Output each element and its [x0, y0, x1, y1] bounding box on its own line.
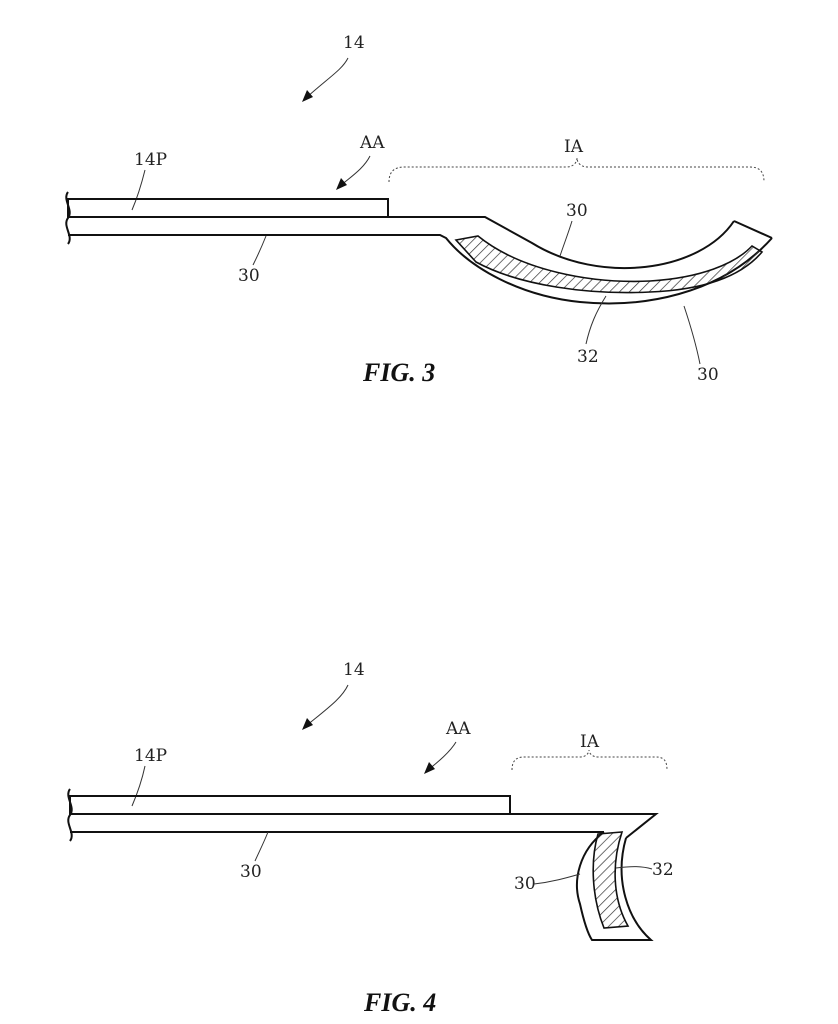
fig4-ia-brace: [511, 749, 668, 771]
fig3-label-panel: 14P: [134, 150, 167, 170]
fig3-break-mark: [65, 191, 71, 245]
fig3-substrate-bend-bottom-leader: [683, 305, 701, 365]
fig4-device-arrowhead: [302, 718, 313, 730]
fig3-label-substrate-bend-top: 30: [566, 201, 588, 221]
fig4-substrate-top-edge: [70, 813, 659, 839]
fig4-substrate-bend-leader: [533, 873, 581, 885]
fig3-ia-brace: [388, 157, 765, 183]
fig4-stiffener: [592, 831, 630, 929]
fig3-substrate-bend-top-leader: [559, 220, 573, 257]
fig4-substrate-main-leader: [254, 831, 269, 862]
fig4-device-arrow: [305, 684, 349, 727]
fig4-substrate-bend: [576, 831, 654, 941]
fig3-substrate-top-edge: [68, 216, 735, 269]
fig4-label-device: 14: [343, 660, 365, 680]
fig3-label-device: 14: [343, 33, 365, 53]
fig3-substrate-tip: [733, 220, 773, 239]
fig4-panel-leader: [131, 765, 146, 807]
fig3-device-arrowhead: [302, 90, 313, 102]
fig4-label-active-area: AA: [445, 719, 471, 739]
fig4-label-panel: 14P: [134, 746, 167, 766]
fig3-caption: FIG. 3: [362, 358, 435, 387]
fig4-label-inactive-area: IA: [580, 732, 600, 752]
fig3-substrate-main-leader: [252, 235, 267, 266]
fig4-caption: FIG. 4: [363, 988, 436, 1017]
fig4-aa-arrowhead: [424, 762, 435, 774]
fig3-label-inactive-area: IA: [564, 137, 584, 157]
fig3-display-panel: [67, 198, 389, 218]
figure-4: 14 14P AA IA 30 30 32 FIG. 4: [67, 660, 674, 1017]
fig3-label-active-area: AA: [359, 133, 385, 153]
fig4-label-substrate-main: 30: [240, 862, 262, 882]
fig3-stiffener: [454, 235, 764, 294]
fig3-aa-arrow: [339, 155, 371, 187]
fig4-label-stiffener: 32: [652, 860, 674, 880]
fig4-display-panel: [69, 795, 511, 815]
fig3-aa-arrowhead: [336, 178, 347, 190]
fig3-label-substrate-bend-bottom: 30: [697, 365, 719, 385]
fig3-device-arrow: [305, 57, 349, 99]
fig3-label-stiffener: 32: [577, 347, 599, 367]
fig3-label-substrate-main: 30: [238, 266, 260, 286]
fig4-stiffener-leader: [615, 866, 653, 870]
fig3-panel-leader: [131, 169, 146, 211]
fig3-substrate-bottom-edge: [68, 234, 773, 305]
figure-3: 14 14P AA IA 30 30 32 30 FIG. 3: [65, 33, 773, 387]
fig3-stiffener-leader: [585, 295, 607, 345]
fig4-break-mark: [67, 788, 73, 842]
fig4-label-substrate-bend: 30: [514, 874, 536, 894]
